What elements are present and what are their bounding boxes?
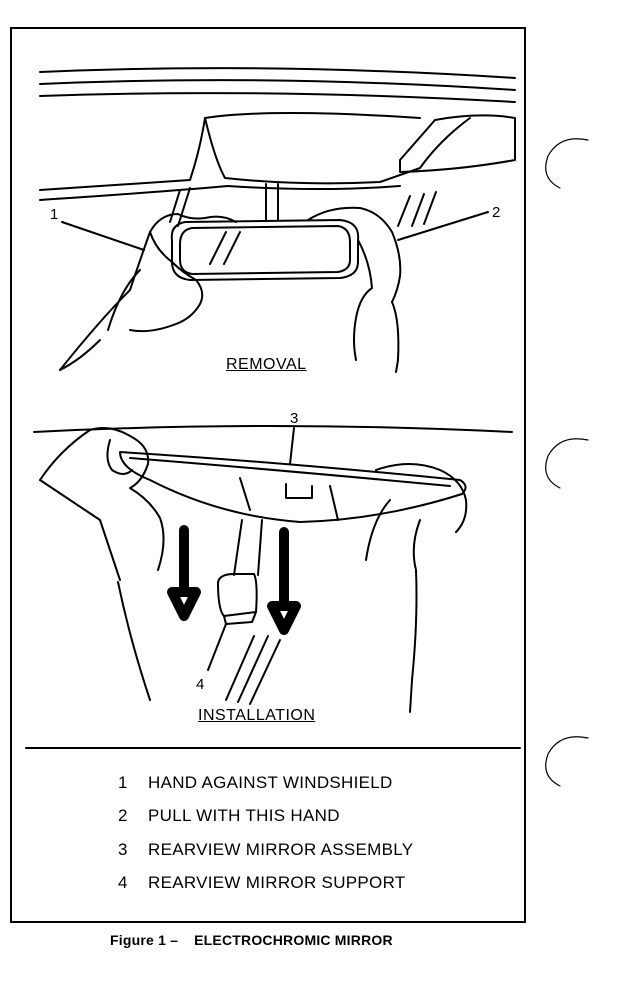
legend-number: 4 [118, 873, 128, 892]
removal-drawing [39, 67, 516, 373]
figure-title: ELECTROCHROMIC MIRROR [194, 932, 393, 948]
callout-1-leader [61, 221, 145, 251]
callout-2-leader [397, 211, 489, 241]
legend-number: 3 [118, 840, 128, 859]
callout-3: 3 [290, 410, 299, 427]
legend-text: PULL WITH THIS HAND [148, 806, 340, 825]
installation-drawing [33, 425, 513, 713]
figure-caption: Figure 1 – ELECTROCHROMIC MIRROR [110, 932, 393, 948]
legend-text: REARVIEW MIRROR SUPPORT [148, 873, 406, 892]
legend-text: HAND AGAINST WINDSHIELD [148, 773, 393, 792]
figure-frame [10, 27, 526, 923]
callout-4: 4 [196, 676, 205, 693]
figure-label: Figure 1 – [110, 932, 179, 948]
legend-number: 2 [118, 806, 128, 825]
callout-2: 2 [492, 204, 501, 221]
installation-caption: INSTALLATION [198, 707, 316, 724]
legend-text: REARVIEW MIRROR ASSEMBLY [148, 840, 414, 859]
callout-1: 1 [50, 206, 59, 223]
legend-number: 1 [118, 773, 128, 792]
removal-caption: REMOVAL [226, 356, 307, 373]
binder-holes [545, 138, 589, 787]
